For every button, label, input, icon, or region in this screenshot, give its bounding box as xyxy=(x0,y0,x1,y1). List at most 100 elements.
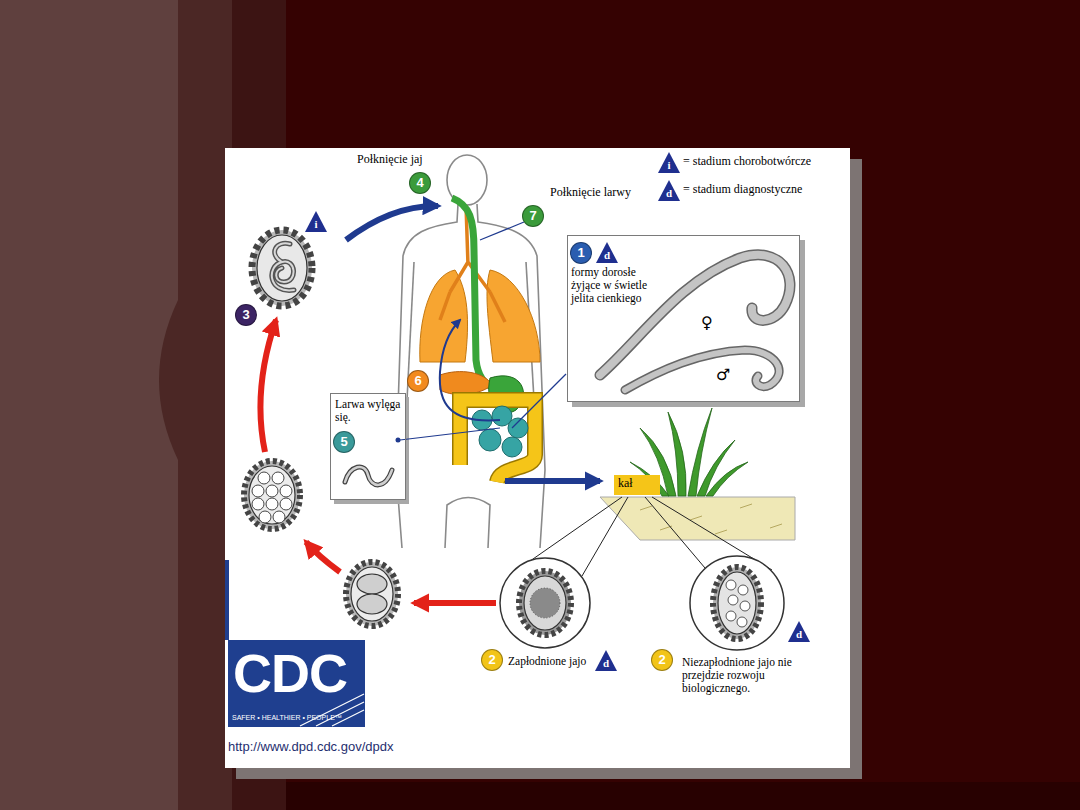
egg-cells xyxy=(252,472,292,523)
egg-inner xyxy=(249,466,295,524)
soil-grain xyxy=(770,524,782,528)
side-band xyxy=(178,0,232,810)
callout-number: 7 xyxy=(522,205,544,227)
body-outline xyxy=(396,155,545,548)
cell xyxy=(266,498,278,510)
triangle-fill xyxy=(658,152,680,173)
step-caption: Połknięcie jaj xyxy=(357,153,423,167)
cell xyxy=(266,485,278,497)
grass-blade xyxy=(706,462,748,496)
grass-blade xyxy=(668,412,686,496)
granule xyxy=(737,617,747,627)
soil-grain xyxy=(690,516,702,520)
triangle-fill xyxy=(596,242,618,263)
leader-line xyxy=(480,222,524,240)
node-text: 2 xyxy=(482,650,502,670)
larva xyxy=(345,467,392,485)
leader-line xyxy=(400,428,500,440)
legend-text: = stadium diagnostyczne xyxy=(683,183,802,197)
zoom-line xyxy=(645,497,705,568)
node-text: ♀ xyxy=(701,314,713,332)
migration-arrow xyxy=(440,320,500,420)
development-arrow xyxy=(306,542,340,572)
triangle-fill xyxy=(305,211,327,232)
soil-grain xyxy=(740,504,752,508)
egg-cell xyxy=(357,594,387,614)
lung xyxy=(487,270,540,362)
male-worm-body xyxy=(625,350,779,390)
egg-shell xyxy=(346,562,398,626)
soil-grain xyxy=(715,530,727,534)
triangle-fill xyxy=(788,621,810,642)
stage-marker: d xyxy=(595,650,617,671)
cell xyxy=(259,511,271,523)
cell xyxy=(258,472,270,484)
egg-cell xyxy=(357,574,387,594)
stage-marker: d xyxy=(658,180,680,201)
cell xyxy=(252,498,264,510)
soil-grain xyxy=(640,506,652,510)
gut-loop xyxy=(502,437,522,457)
male-worm xyxy=(625,350,779,390)
cell xyxy=(273,511,285,523)
stage-marker: d xyxy=(596,242,618,263)
callout-number: 5 xyxy=(333,431,355,453)
source-url: http://www.dpd.cdc.gov/dpdx xyxy=(228,740,393,755)
callout-number: 3 xyxy=(235,304,257,326)
granule xyxy=(728,595,738,605)
side-band xyxy=(0,0,178,810)
egg-caption: Niezapłodnione jajo nie przejdzie rozwoj… xyxy=(682,656,812,696)
node-text: 2 xyxy=(652,650,672,670)
node-text: Larwa wylęga się. xyxy=(335,398,402,424)
node-text: formy dorosłe żyjące w świetle jelita ci… xyxy=(571,266,659,306)
small-intestine xyxy=(472,406,528,457)
callout-number: 2 xyxy=(651,649,673,671)
bottom-band xyxy=(286,782,1080,810)
development-arrow xyxy=(414,600,496,606)
box-ground xyxy=(330,393,405,500)
granule xyxy=(740,601,750,611)
gut-loop xyxy=(479,429,501,451)
zoom-circle xyxy=(500,558,590,648)
liver xyxy=(440,372,492,395)
egg-shell xyxy=(713,567,761,639)
legs xyxy=(445,498,490,549)
logo-tagline: SAFER • HEALTHIER • PEOPLE™ xyxy=(232,714,342,721)
logo-strip xyxy=(225,560,229,640)
esophagus xyxy=(452,198,496,388)
node-text: 1 xyxy=(571,243,591,263)
callout-number: 1 xyxy=(570,242,592,264)
node-text: i xyxy=(658,160,680,171)
leader-dot xyxy=(396,438,401,443)
gut-loop xyxy=(508,418,528,438)
node-text: 6 xyxy=(408,371,428,391)
node-text: d xyxy=(596,250,618,261)
body-side xyxy=(477,204,545,548)
info-box: formy dorosłe żyjące w świetle jelita ci… xyxy=(567,235,800,402)
egg-inner xyxy=(718,572,756,634)
egg-shell xyxy=(519,571,571,635)
egg-inner xyxy=(351,567,393,621)
coiled-larva xyxy=(272,243,294,290)
coiled-larva-highlight xyxy=(272,243,294,290)
soil-texture xyxy=(640,504,782,534)
callout-number: 6 xyxy=(407,370,429,392)
node-text: 4 xyxy=(410,173,430,193)
egg-inner xyxy=(524,576,566,630)
node-text: kał xyxy=(618,477,633,491)
larva-highlight xyxy=(345,467,392,485)
leader-line xyxy=(512,374,566,428)
granule xyxy=(726,611,736,621)
node-text: 5 xyxy=(334,432,354,452)
ingestion-arrow xyxy=(346,206,438,240)
egg-granules xyxy=(726,580,750,627)
egg-ovum xyxy=(530,588,560,618)
box-ground xyxy=(567,235,800,402)
triangle-fill xyxy=(658,180,680,201)
node-text: d xyxy=(595,658,617,669)
